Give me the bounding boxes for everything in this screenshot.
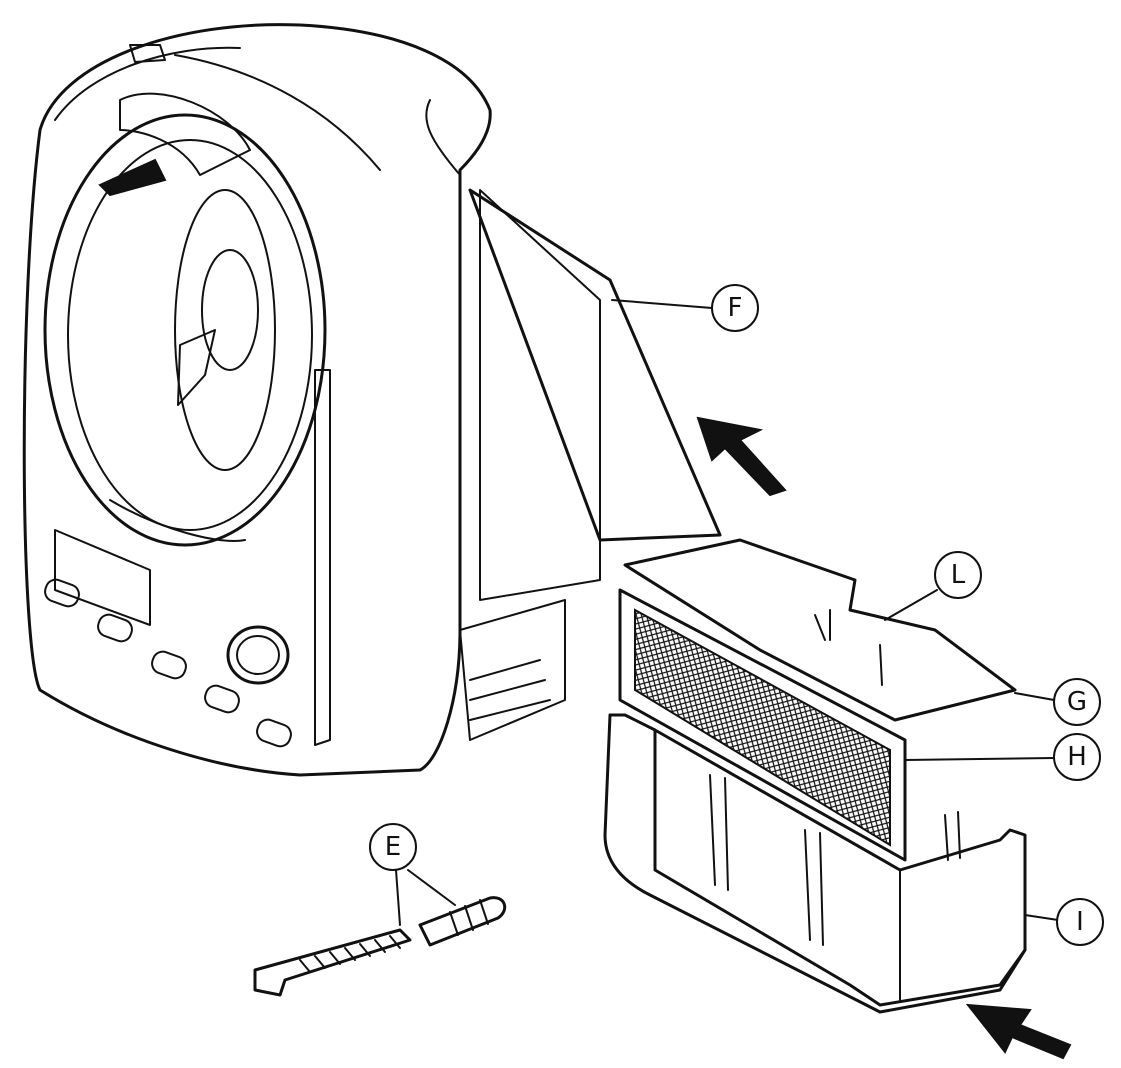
mesh-panel-f <box>468 188 722 542</box>
callout-g: G <box>1053 678 1101 726</box>
callout-h-label: H <box>1067 742 1087 772</box>
lid-g <box>623 538 1017 722</box>
arrow-insert-icon <box>965 1003 1072 1060</box>
callout-l: L <box>934 551 982 599</box>
callout-i-label: I <box>1076 907 1084 937</box>
main-housing <box>22 23 601 777</box>
mesh-frame-h <box>618 588 907 862</box>
callout-e-label: E <box>385 832 401 862</box>
callout-g-label: G <box>1067 687 1087 717</box>
callout-h: H <box>1053 733 1101 781</box>
callout-e: E <box>369 823 417 871</box>
callout-f: F <box>711 284 759 332</box>
leader-lines <box>395 299 1059 926</box>
callout-i: I <box>1056 898 1104 946</box>
callout-l-label: L <box>951 560 966 590</box>
brand-logo <box>226 625 290 685</box>
arrow-up-left-icon <box>696 416 787 497</box>
tray-i <box>603 713 1027 1014</box>
callout-f-label: F <box>728 293 743 323</box>
screw-and-anchor-e <box>253 896 507 997</box>
